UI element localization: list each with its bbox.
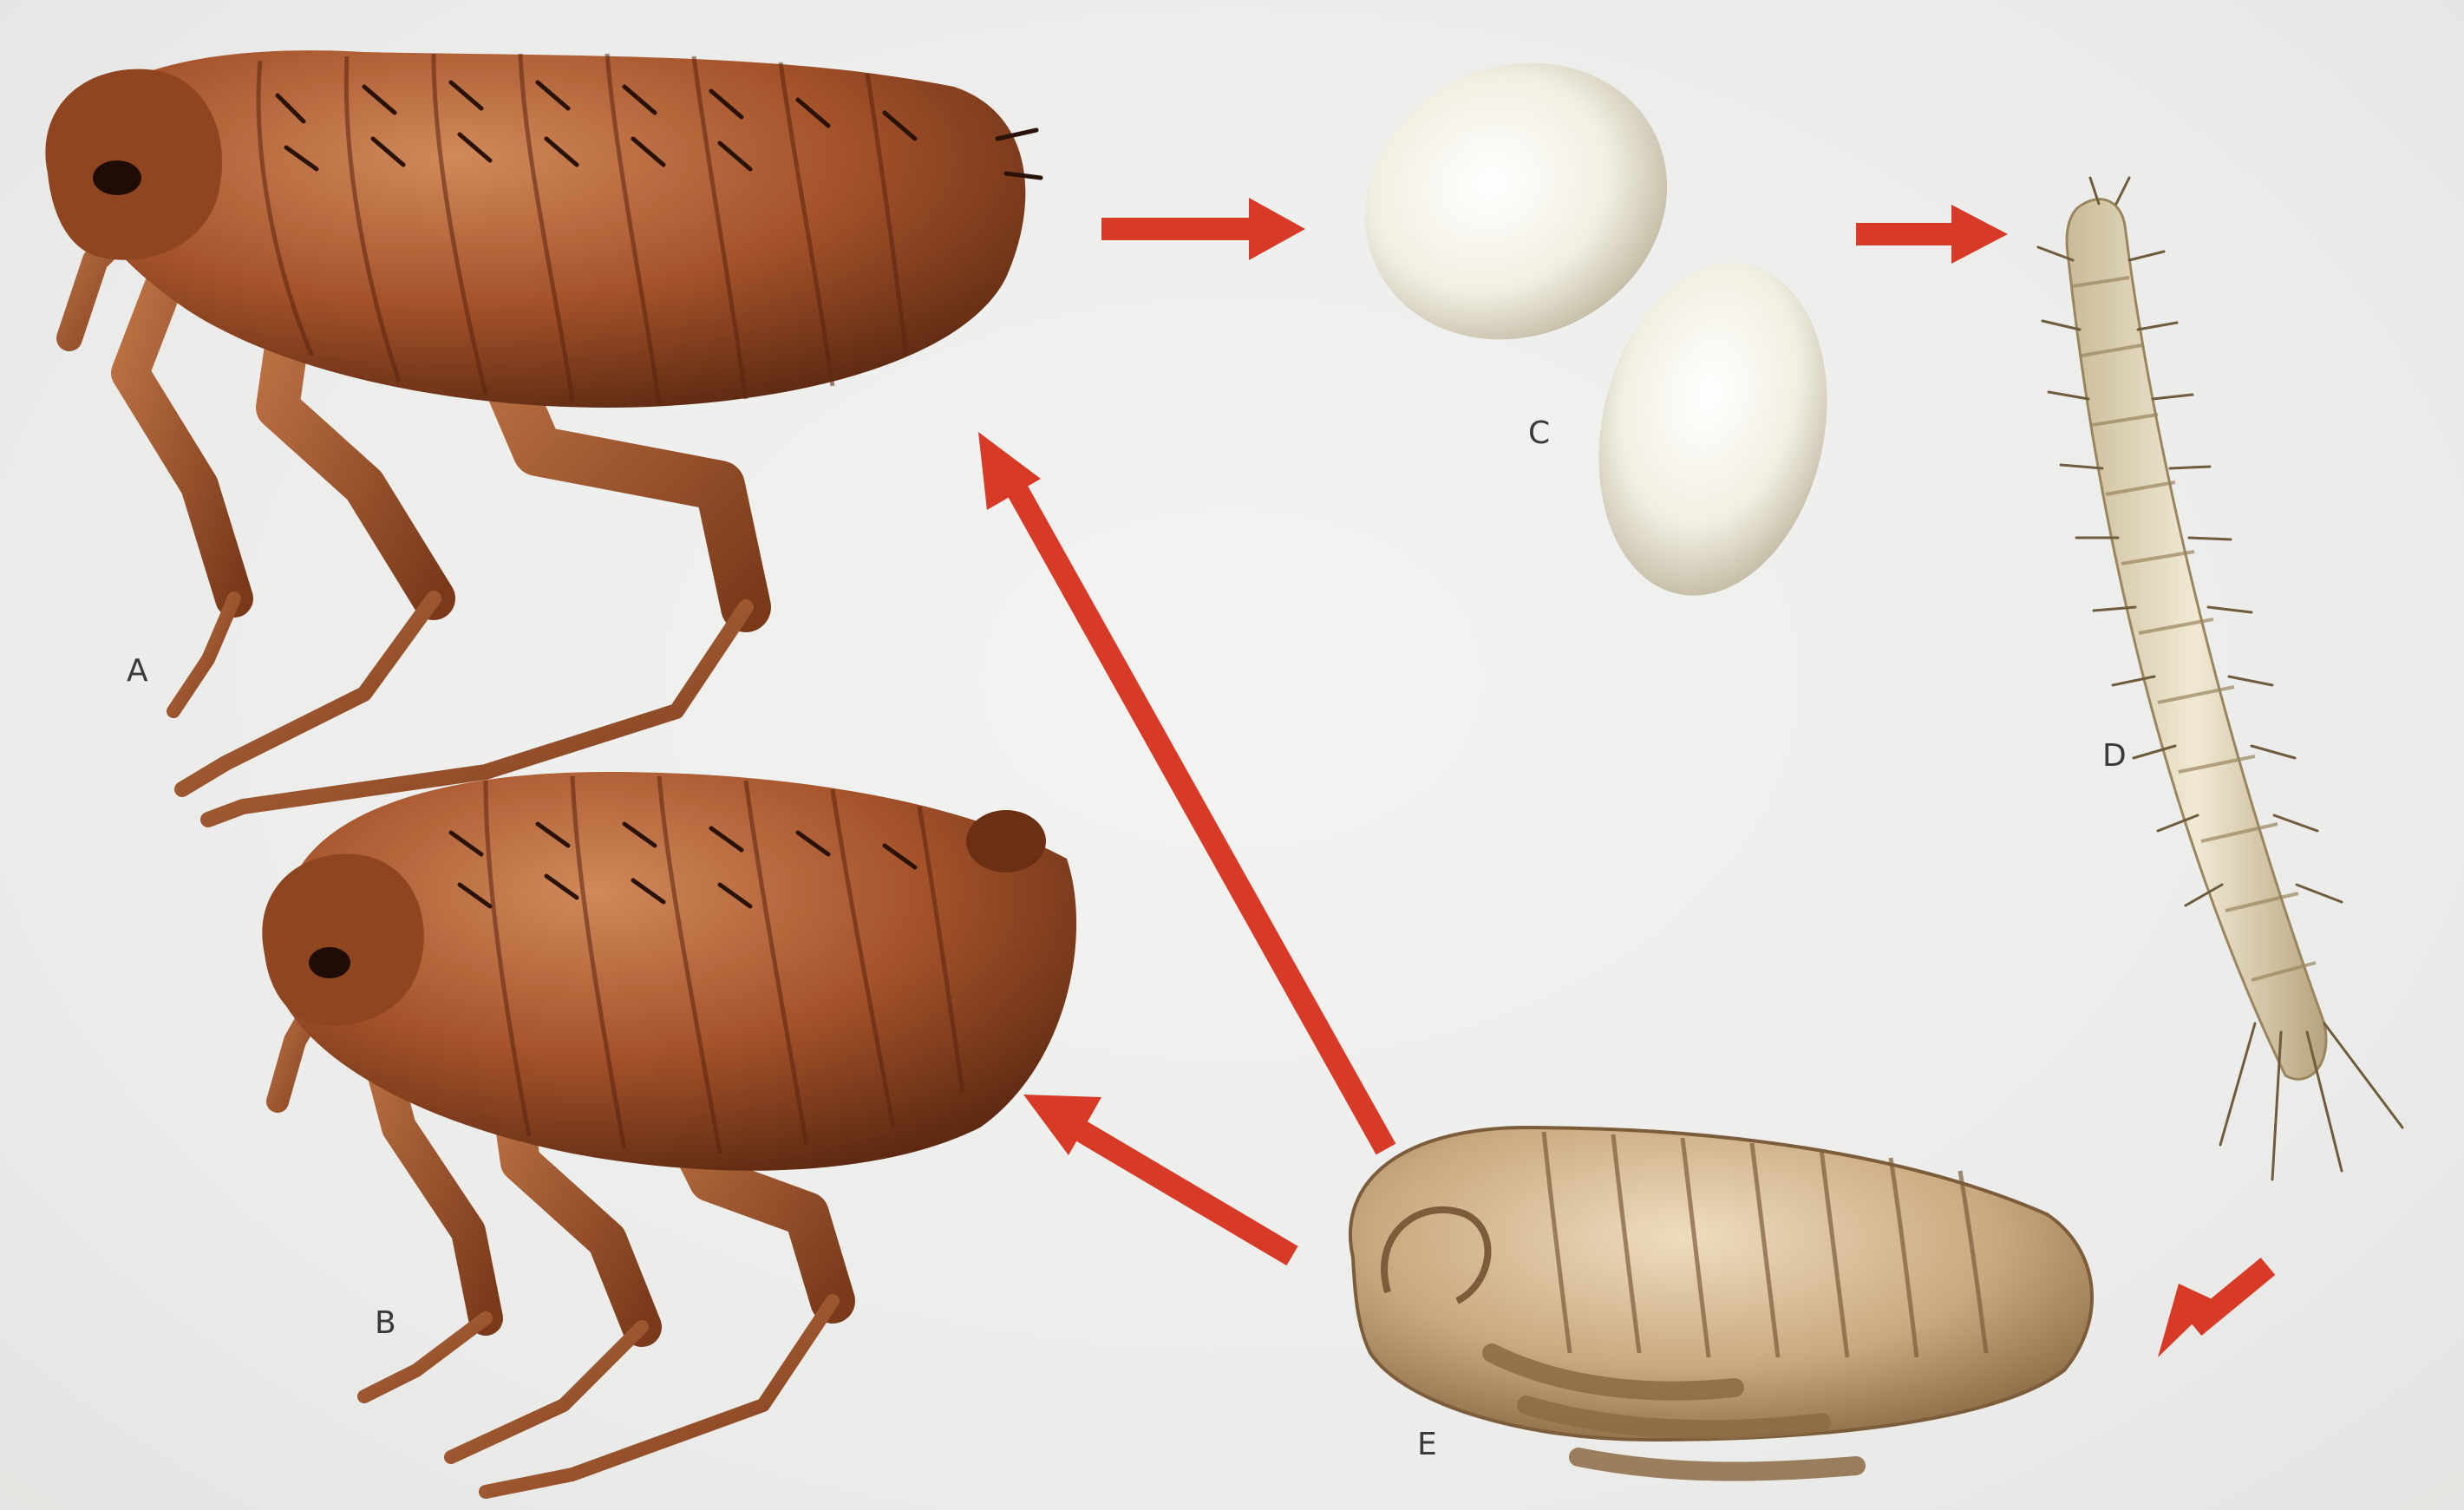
arrow-a-to-c xyxy=(1101,198,1305,260)
pupa-e xyxy=(1350,1128,2092,1472)
label-a: A xyxy=(127,656,148,687)
flea-a-eye xyxy=(93,160,141,195)
arrow-e-to-b xyxy=(1023,1095,1292,1256)
label-d: D xyxy=(2102,741,2127,772)
flea-b-head xyxy=(262,854,423,1026)
label-b: B xyxy=(375,1308,396,1339)
label-c: C xyxy=(1528,418,1550,449)
larva-body xyxy=(2067,199,2326,1080)
flea-b-eye xyxy=(309,947,350,978)
egg-lower xyxy=(1569,242,1856,618)
flea-b-spiracle xyxy=(966,810,1046,873)
adult-flea-a xyxy=(45,50,1041,820)
arrow-c-to-d xyxy=(1856,205,2008,264)
flea-a-body xyxy=(72,50,1025,408)
flea-a-head xyxy=(45,69,222,260)
label-e: E xyxy=(1417,1429,1437,1461)
adult-flea-b xyxy=(262,772,1076,1492)
arrow-d-to-e xyxy=(2158,1266,2268,1357)
larva-d xyxy=(2038,178,2402,1180)
eggs-c xyxy=(1319,14,1856,617)
